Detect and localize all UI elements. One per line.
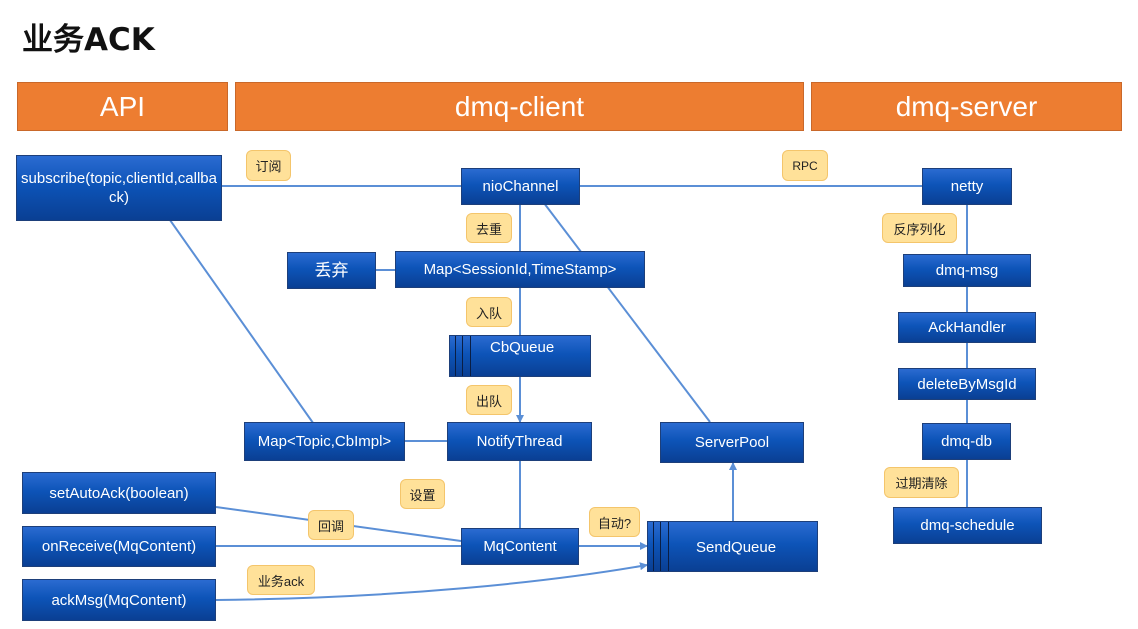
queue-bars-icon — [455, 336, 471, 376]
line-ackmsg-to-sendqueue — [215, 562, 648, 601]
label-rpc: RPC — [782, 150, 828, 181]
subscribe-box: subscribe(topic,clientId,callback) — [16, 155, 222, 221]
session-map-box: Map<SessionId,TimeStamp> — [395, 251, 645, 288]
ack-handler-box: AckHandler — [898, 312, 1036, 343]
mq-content-box: MqContent — [461, 528, 579, 565]
label-auto: 自动? — [589, 507, 640, 537]
label-callback: 回调 — [308, 510, 354, 540]
label-business-ack: 业务ack — [247, 565, 315, 595]
ack-msg-box: ackMsg(MqContent) — [22, 579, 216, 621]
topic-map-box: Map<Topic,CbImpl> — [244, 422, 405, 461]
discard-box: 丢弃 — [287, 252, 376, 289]
dmq-db-box: dmq-db — [922, 423, 1011, 460]
on-receive-box: onReceive(MqContent) — [22, 526, 216, 567]
page-title: 业务ACK — [22, 22, 155, 58]
nio-channel-box: nioChannel — [461, 168, 580, 205]
label-subscribe: 订阅 — [246, 150, 291, 181]
label-dedupe: 去重 — [466, 213, 512, 243]
send-queue-label: SendQueue — [696, 539, 777, 556]
queue-bars-icon — [653, 522, 669, 571]
label-set: 设置 — [400, 479, 445, 509]
label-deserialize: 反序列化 — [882, 213, 957, 243]
label-enqueue: 入队 — [466, 297, 512, 327]
label-expire-clean: 过期清除 — [884, 467, 959, 498]
dmq-msg-box: dmq-msg — [903, 254, 1031, 287]
header-api: API — [17, 82, 228, 131]
line-serverpool-to-nio — [524, 177, 711, 423]
cb-queue-box: CbQueue — [449, 335, 591, 377]
line-subscribe-to-topic-map — [145, 185, 319, 431]
dmq-schedule-box: dmq-schedule — [893, 507, 1042, 544]
header-dmq-server: dmq-server — [811, 82, 1122, 131]
send-queue-box: SendQueue — [647, 521, 818, 572]
header-dmq-client: dmq-client — [235, 82, 804, 131]
server-pool-box: ServerPool — [660, 422, 804, 463]
delete-by-msg-id-box: deleteByMsgId — [898, 368, 1036, 400]
cb-queue-label: CbQueue — [490, 339, 555, 356]
netty-box: netty — [922, 168, 1012, 205]
notify-thread-box: NotifyThread — [447, 422, 592, 461]
set-auto-ack-box: setAutoAck(boolean) — [22, 472, 216, 514]
label-dequeue: 出队 — [466, 385, 512, 415]
